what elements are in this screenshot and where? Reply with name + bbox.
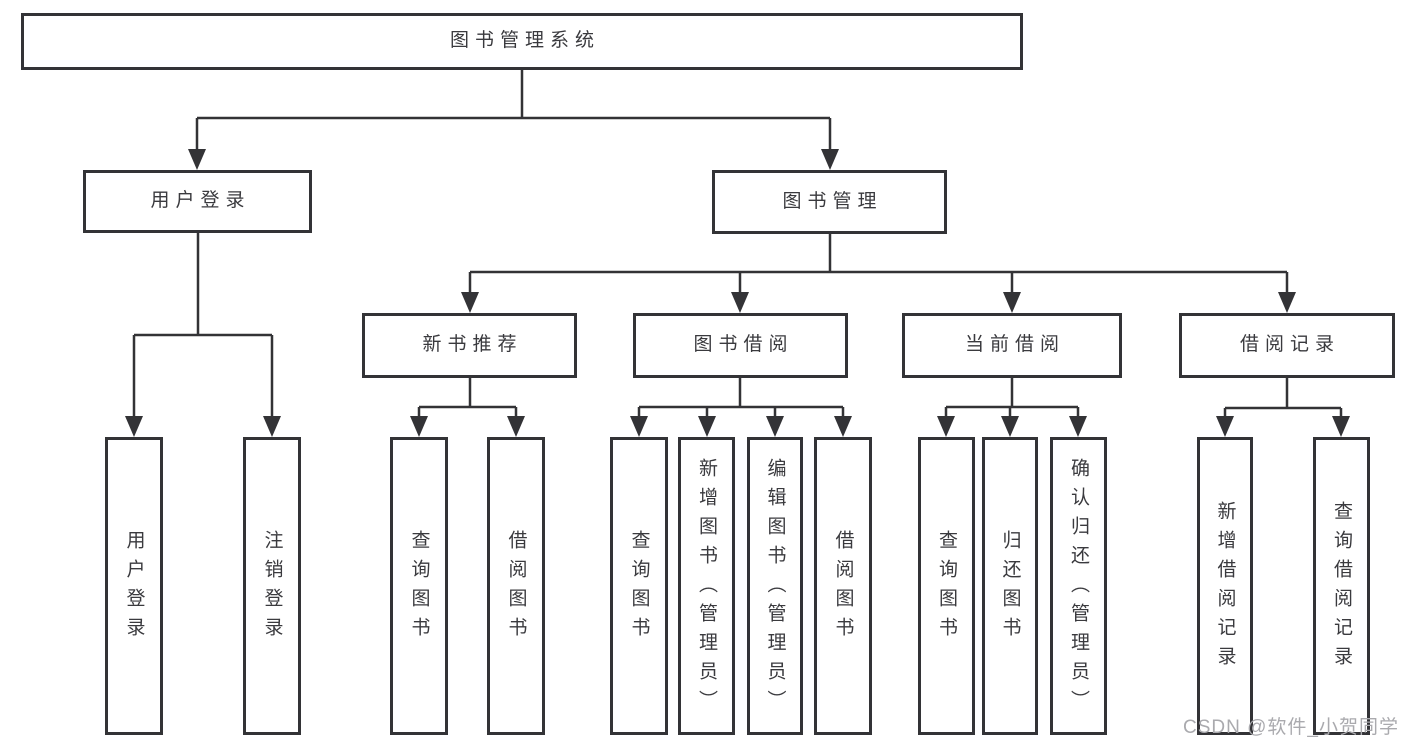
node-new-book-recommendation: 新书推荐 <box>362 313 577 378</box>
leaf-query-books-current: 查询图书 <box>918 437 975 735</box>
leaf-add-books-admin: 新增图书（管理员） <box>678 437 735 735</box>
node-borrowing-records: 借阅记录 <box>1179 313 1395 378</box>
leaf-borrow-books-borrow: 借阅图书 <box>814 437 872 735</box>
leaf-borrow-books-newbook: 借阅图书 <box>487 437 545 735</box>
leaf-user-login: 用户登录 <box>105 437 163 735</box>
connector-paths <box>132 70 1343 420</box>
leaf-add-borrow-record: 新增借阅记录 <box>1197 437 1253 735</box>
leaf-confirm-return-admin: 确认归还（管理员） <box>1050 437 1107 735</box>
leaf-edit-books-admin: 编辑图书（管理员） <box>747 437 803 735</box>
node-user-login: 用户登录 <box>83 170 312 233</box>
node-current-borrowing: 当前借阅 <box>902 313 1122 378</box>
leaf-query-borrow-record: 查询借阅记录 <box>1313 437 1370 735</box>
leaf-query-books-newbook: 查询图书 <box>390 437 448 735</box>
leaf-query-books-borrow: 查询图书 <box>610 437 668 735</box>
leaf-logout: 注销登录 <box>243 437 301 735</box>
node-root-system: 图书管理系统 <box>21 13 1023 70</box>
arrow-down-icons <box>125 149 1350 437</box>
leaf-return-books: 归还图书 <box>982 437 1038 735</box>
watermark: CSDN @软件_小贺同学 <box>1183 717 1399 738</box>
node-book-management: 图书管理 <box>712 170 947 234</box>
node-book-borrowing: 图书借阅 <box>633 313 848 378</box>
